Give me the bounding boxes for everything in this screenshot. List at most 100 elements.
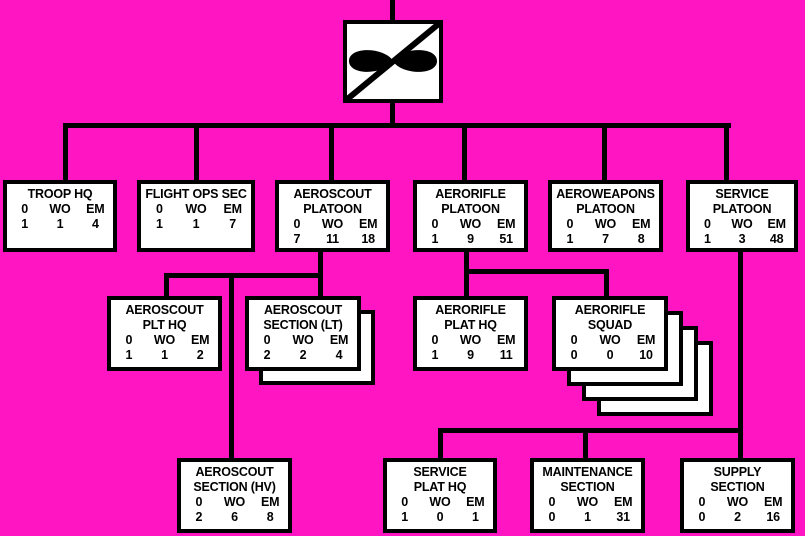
warrant-col-header: WO <box>292 333 314 347</box>
warrant-count: 2 <box>734 510 741 524</box>
air-cavalry-symbol <box>347 24 439 99</box>
officer-count: 2 <box>263 348 271 362</box>
personnel-values: 1 1 2 <box>111 348 218 363</box>
unit-title: AEROWEAPONS <box>556 187 655 201</box>
enlisted-col-header: EM <box>223 202 242 216</box>
unit-title: SERVICE <box>413 465 467 479</box>
personnel-header: 0 WO EM <box>387 495 493 510</box>
connector-aerorifle-down <box>464 252 469 296</box>
enlisted-col-header: EM <box>86 202 105 216</box>
officer-col-header: 0 <box>548 495 556 509</box>
warrant-col-header: WO <box>429 495 451 509</box>
unit-title-2: SECTION <box>560 480 615 494</box>
enlisted-count: 51 <box>499 232 513 246</box>
personnel-values: 1 9 51 <box>417 232 524 247</box>
officer-col-header: 0 <box>293 217 301 231</box>
officer-col-header: 0 <box>21 202 29 216</box>
warrant-col-header: WO <box>731 217 753 231</box>
unit-title: AEROSCOUT <box>293 187 372 201</box>
warrant-col-header: WO <box>594 217 617 231</box>
unit-title-2: PLT HQ <box>142 318 187 332</box>
personnel-values: 1 3 48 <box>690 232 794 247</box>
enlisted-count: 7 <box>229 217 237 231</box>
enlisted-col-header: EM <box>767 217 786 231</box>
warrant-col-header: WO <box>459 333 482 347</box>
unit-title: AERORIFLE <box>435 303 506 317</box>
unit-flight-ops-sec: FLIGHT OPS SEC 0 WO EM 1 1 7 <box>137 180 255 252</box>
officer-col-header: 0 <box>570 333 578 347</box>
unit-aeroweapons-platoon: AEROWEAPONS PLATOON 0 WO EM 1 7 8 <box>548 180 663 252</box>
connector-symbol-down <box>390 101 395 126</box>
unit-title-2: SQUAD <box>587 318 633 332</box>
enlisted-col-header: EM <box>260 495 280 509</box>
officer-count: 1 <box>155 217 163 231</box>
officer-count: 0 <box>570 348 578 362</box>
enlisted-col-header: EM <box>636 333 656 347</box>
connector-drop-maintenance-section <box>583 428 588 458</box>
connector-main-bus <box>63 123 731 128</box>
warrant-count: 6 <box>231 510 238 524</box>
enlisted-count: 16 <box>766 510 780 524</box>
officer-col-header: 0 <box>155 202 163 216</box>
connector-drop-aeroscout-plt-hq <box>164 273 169 296</box>
enlisted-count: 31 <box>616 510 630 524</box>
unit-title-2: SECTION <box>710 480 765 494</box>
warrant-count: 1 <box>584 510 591 524</box>
unit-title: AERORIFLE <box>574 303 646 317</box>
unit-title: SUPPLY <box>713 465 762 479</box>
officer-count: 1 <box>401 510 409 524</box>
personnel-values: 0 0 10 <box>556 348 664 363</box>
personnel-header: 0 WO EM <box>141 202 251 217</box>
personnel-header: 0 WO EM <box>417 217 524 232</box>
unit-aerorifle-platoon: AERORIFLE PLATOON 0 WO EM 1 9 51 <box>413 180 528 252</box>
unit-title-2: PLATOON <box>303 202 362 216</box>
enlisted-col-header: EM <box>496 333 516 347</box>
officer-col-header: 0 <box>401 495 409 509</box>
enlisted-count: 48 <box>769 232 784 246</box>
personnel-header: 0 WO EM <box>534 495 641 510</box>
personnel-values: 1 1 7 <box>141 217 251 232</box>
connector-drop-flight-ops <box>194 123 199 180</box>
warrant-count: 0 <box>606 348 614 362</box>
officer-count: 0 <box>548 510 556 524</box>
connector-drop-troop-hq <box>63 123 68 180</box>
unit-title-2: PLAT HQ <box>413 480 467 494</box>
warrant-col-header: WO <box>321 217 344 231</box>
officer-count: 1 <box>431 232 439 246</box>
enlisted-count: 1 <box>471 510 479 524</box>
unit-title-2: PLATOON <box>712 202 772 216</box>
officer-col-header: 0 <box>703 217 711 231</box>
personnel-header: 0 WO EM <box>684 495 791 510</box>
connector-drop-service-platoon <box>724 123 729 180</box>
enlisted-count: 18 <box>361 232 375 246</box>
warrant-count: 11 <box>326 232 339 246</box>
unit-aeroscout-platoon: AEROSCOUT PLATOON 0 WO EM 7 11 18 <box>275 180 390 252</box>
officer-count: 0 <box>698 510 706 524</box>
enlisted-col-header: EM <box>466 495 485 509</box>
unit-service-plat-hq: SERVICE PLAT HQ 0 WO EM 1 0 1 <box>383 458 497 533</box>
enlisted-col-header: EM <box>631 217 651 231</box>
connector-drop-aerorifle-platoon <box>462 123 467 180</box>
personnel-values: 2 2 4 <box>249 348 357 363</box>
enlisted-count: 8 <box>266 510 274 524</box>
enlisted-col-header: EM <box>329 333 349 347</box>
unit-title-2: SECTION (LT) <box>263 318 343 332</box>
unit-air-cavalry-troop-symbol-box <box>343 20 443 103</box>
officer-col-header: 0 <box>566 217 574 231</box>
personnel-header: 0 WO EM <box>181 495 288 510</box>
unit-title: AEROSCOUT <box>125 303 204 317</box>
connector-drop-service-plat-hq <box>438 428 443 458</box>
personnel-header: 0 WO EM <box>552 217 659 232</box>
enlisted-count: 10 <box>639 348 653 362</box>
personnel-values: 1 9 11 <box>417 348 524 363</box>
officer-count: 2 <box>195 510 203 524</box>
warrant-count: 0 <box>436 510 444 524</box>
warrant-col-header: WO <box>459 217 482 231</box>
unit-title-2: SECTION (HV) <box>193 480 276 494</box>
connector-aerorifle-bus <box>464 269 609 274</box>
unit-title: MAINTENANCE <box>542 465 633 479</box>
officer-count: 1 <box>431 348 439 362</box>
enlisted-count: 2 <box>196 348 204 362</box>
officer-count: 1 <box>125 348 133 362</box>
